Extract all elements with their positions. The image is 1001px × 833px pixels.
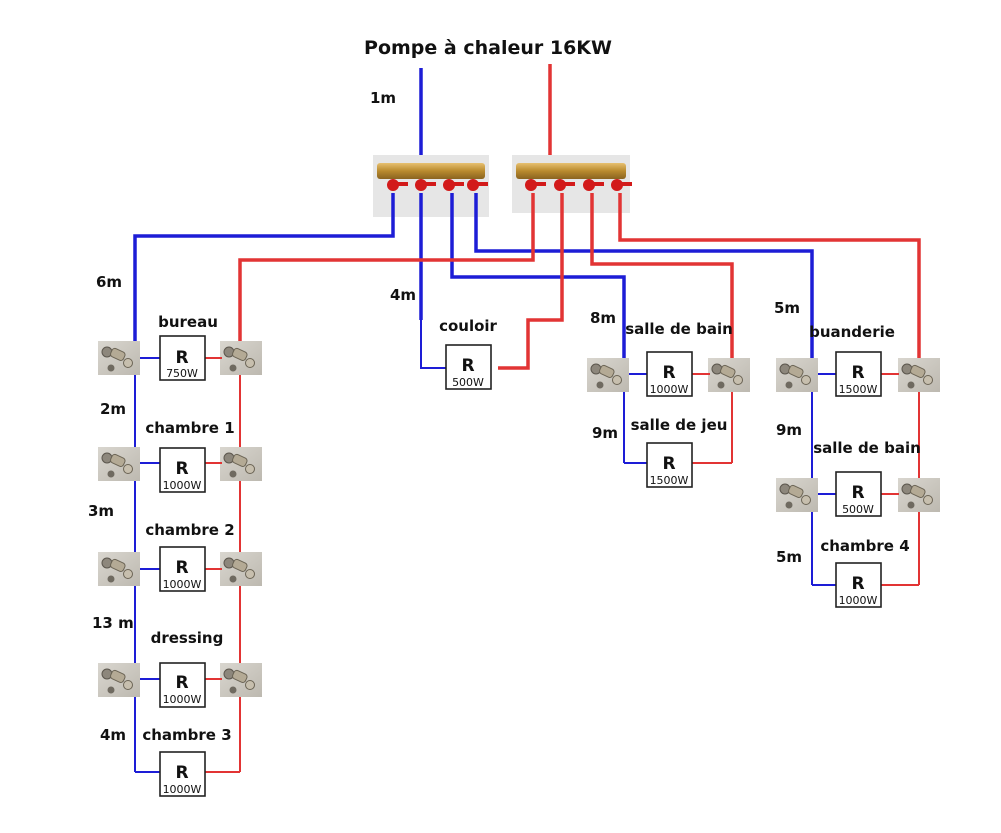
radiator-power: 1000W <box>839 594 878 607</box>
radiator-box <box>835 471 882 517</box>
room-label: buanderie <box>809 323 895 341</box>
segment-distance: 4m <box>100 726 126 744</box>
room-label: dressing <box>151 629 224 647</box>
room-label: bureau <box>158 313 218 331</box>
room-label: chambre 1 <box>145 419 234 437</box>
radiator-dressing: 13 m dressing R 1000W <box>92 614 263 708</box>
radiator-box <box>445 344 492 390</box>
segment-distance: 5m <box>776 548 802 566</box>
valve-fitting-icon <box>219 551 263 587</box>
valve-fitting-icon <box>97 446 141 482</box>
radiator-salle-de-jeu: 9m salle de jeu R 1500W <box>592 416 728 488</box>
radiator-letter: R <box>851 574 864 594</box>
radiator-salle-de-bain-1: salle de bain R 1000W <box>586 320 751 397</box>
radiator-letter: R <box>461 356 474 376</box>
radiator-chambre-2: 3m chambre 2 R 1000W <box>88 502 263 592</box>
valve-fitting-icon <box>775 477 819 513</box>
center-circuit: couloir R 500W <box>420 317 498 390</box>
radiator-salle-de-bain-2: 9m salle de bain R 500W <box>775 421 941 517</box>
radiator-power: 1500W <box>839 383 878 396</box>
valve-icon <box>387 179 488 191</box>
radiator-letter: R <box>175 348 188 368</box>
red-branch-pipes <box>238 193 921 370</box>
valve-fitting-icon <box>219 340 263 376</box>
radiator-buanderie: buanderie R 1500W <box>775 323 941 397</box>
buanderie-branch-distance: 5m <box>774 299 800 317</box>
radiator-box <box>159 662 206 708</box>
red-manifold <box>512 155 632 213</box>
segment-distance: 2m <box>100 400 126 418</box>
valve-fitting-icon <box>707 357 751 393</box>
radiator-power: 750W <box>166 367 198 380</box>
radiator-letter: R <box>175 558 188 578</box>
room-label: salle de bain <box>625 320 733 338</box>
segment-distance: 3m <box>88 502 114 520</box>
radiator-power: 1000W <box>163 693 202 706</box>
valve-fitting-icon <box>219 446 263 482</box>
valve-fitting-icon <box>97 551 141 587</box>
radiator-box <box>646 442 693 488</box>
radiator-chambre-3: 4m chambre 3 R 1000W <box>100 726 232 797</box>
radiator-chambre-4: 5m chambre 4 R 1000W <box>776 537 910 608</box>
room-label: salle de jeu <box>631 416 728 434</box>
radiator-letter: R <box>662 454 675 474</box>
salle-bain-branch-distance: 8m <box>590 309 616 327</box>
room-label: chambre 4 <box>820 537 909 555</box>
radiator-power: 1500W <box>650 474 689 487</box>
radiator-box <box>835 562 882 608</box>
diagram-title: Pompe à chaleur 16KW <box>364 37 612 59</box>
radiator-box <box>159 335 206 381</box>
radiator-letter: R <box>175 673 188 693</box>
blue-manifold <box>373 155 489 217</box>
radiator-power: 1000W <box>163 783 202 796</box>
main-distance: 1m <box>370 89 396 107</box>
valve-fitting-icon <box>97 662 141 698</box>
radiator-power: 500W <box>842 503 874 516</box>
room-label: chambre 2 <box>145 521 234 539</box>
radiator-power: 1000W <box>650 383 689 396</box>
radiator-power: 500W <box>452 376 484 389</box>
valve-fitting-icon <box>775 357 819 393</box>
valve-fitting-icon <box>97 340 141 376</box>
radiator-letter: R <box>175 459 188 479</box>
right-circuit: buanderie R 1500W 9m salle de bain R 500… <box>775 323 941 608</box>
room-label: salle de bain <box>813 439 921 457</box>
segment-distance: 13 m <box>92 614 134 632</box>
valve-icon <box>525 179 632 191</box>
radiator-box <box>646 351 693 397</box>
radiator-chambre-1: 2m chambre 1 R 1000W <box>97 400 263 493</box>
center-right-circuit: salle de bain R 1000W 9m salle de jeu R … <box>586 320 751 488</box>
valve-fitting-icon <box>897 477 941 513</box>
radiator-power: 1000W <box>163 479 202 492</box>
valve-fitting-icon <box>586 357 630 393</box>
left-branch-distance: 6m <box>96 273 122 291</box>
radiator-letter: R <box>851 363 864 383</box>
radiator-couloir: couloir R 500W <box>439 317 498 390</box>
room-label: couloir <box>439 317 497 335</box>
room-label: chambre 3 <box>142 726 231 744</box>
radiator-letter: R <box>851 483 864 503</box>
radiator-box <box>159 751 206 797</box>
radiator-letter: R <box>662 363 675 383</box>
left-circuit: bureau R 750W 2m chambre 1 R 1000W 3m ch… <box>88 313 263 797</box>
segment-distance: 9m <box>592 424 618 442</box>
segment-distance: 9m <box>776 421 802 439</box>
blue-branch-pipes <box>133 193 814 360</box>
radiator-box <box>159 546 206 592</box>
couloir-branch-distance: 4m <box>390 286 416 304</box>
radiator-bureau: bureau R 750W <box>97 313 263 381</box>
radiator-power: 1000W <box>163 578 202 591</box>
valve-fitting-icon <box>897 357 941 393</box>
valve-fitting-icon <box>219 662 263 698</box>
radiator-box <box>835 351 882 397</box>
radiator-box <box>159 447 206 493</box>
radiator-letter: R <box>175 763 188 783</box>
